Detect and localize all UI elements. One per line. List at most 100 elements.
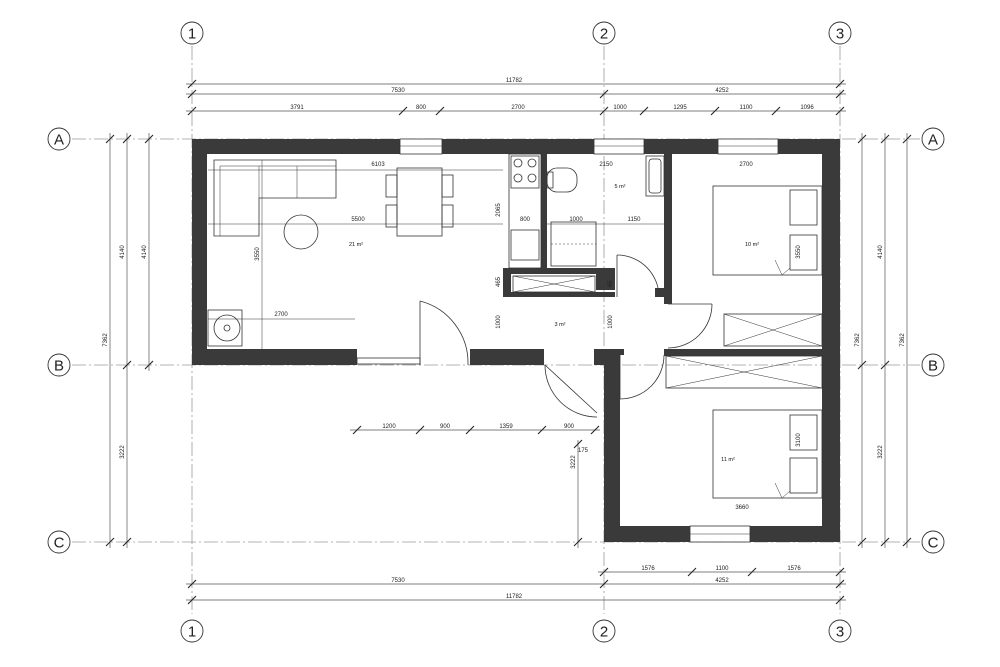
room-label-bath: 5 m² bbox=[615, 184, 626, 190]
door-lower bbox=[544, 364, 598, 418]
dim-bath-a: 1000 bbox=[569, 217, 583, 223]
pillow bbox=[789, 234, 818, 271]
dim-top-seg-1: 3791 bbox=[290, 105, 304, 111]
dim-bottom-right: 4252 bbox=[715, 578, 729, 584]
dim-stair-note: 175 bbox=[578, 448, 589, 454]
axis-bubble-1-bottom bbox=[180, 619, 204, 643]
dim-top-seg-4: 1000 bbox=[613, 105, 627, 111]
dim-bath-b: 1150 bbox=[628, 217, 642, 223]
dim-closet-small: 45 bbox=[608, 280, 614, 287]
pillow bbox=[789, 457, 818, 494]
chair bbox=[385, 204, 398, 228]
dim-bottom-left: 7530 bbox=[391, 578, 405, 584]
plant-icon bbox=[213, 314, 241, 342]
window-living bbox=[399, 138, 443, 155]
axis-label-c-left: C bbox=[54, 535, 65, 552]
closet-hall bbox=[665, 355, 823, 389]
axis-label-a-right: A bbox=[928, 132, 938, 149]
room-label-living: 21 m² bbox=[349, 242, 363, 248]
dim-bath-c: 800 bbox=[520, 217, 531, 223]
dim-bottom-seg-3: 1576 bbox=[787, 566, 801, 572]
dining-table bbox=[396, 167, 443, 237]
axis-label-a-left: A bbox=[54, 132, 64, 149]
room-labels: 21 m² 5 m² 3 m² 10 m² 11 m² bbox=[349, 184, 759, 463]
dim-door-row-2: 900 bbox=[440, 424, 451, 430]
dim-left-top: 4140 bbox=[120, 245, 126, 259]
coffee-table bbox=[283, 214, 319, 250]
dim-top-seg-3: 2700 bbox=[511, 105, 525, 111]
dim-left-bottom: 3222 bbox=[120, 445, 126, 459]
axis-bubble-3-top bbox=[828, 21, 852, 45]
bed-2 bbox=[712, 409, 823, 499]
axis-bubbles: 1 2 3 1 2 3 A B C A B C bbox=[47, 21, 945, 643]
dim-lower-left: 3222 bbox=[571, 455, 577, 469]
dim-living-mid: 5500 bbox=[351, 217, 365, 223]
dim-living-lower: 2700 bbox=[274, 312, 288, 318]
chair bbox=[385, 174, 398, 198]
dim-left-total: 7362 bbox=[103, 333, 109, 347]
dim-right-total-inner: 7362 bbox=[900, 333, 906, 347]
axis-bubble-1-top bbox=[180, 21, 204, 45]
axis-label-3-bottom: 3 bbox=[836, 624, 844, 641]
dim-bed1-width: 2700 bbox=[739, 162, 753, 168]
dim-hall-right: 1000 bbox=[608, 315, 614, 329]
windows bbox=[356, 138, 779, 543]
stove bbox=[510, 155, 540, 189]
dim-living-height: 3550 bbox=[255, 247, 261, 261]
chair bbox=[441, 174, 454, 198]
dim-top-right: 4252 bbox=[715, 88, 729, 94]
left-dimensions: 7362 4140 3222 4140 bbox=[103, 133, 154, 548]
window-bedroom-1 bbox=[717, 138, 779, 155]
right-dimensions: 7362 4140 3222 7362 bbox=[855, 133, 912, 548]
dim-bath-width: 2150 bbox=[599, 162, 613, 168]
dim-bed1-height: 3550 bbox=[796, 245, 802, 259]
kitchen-counter bbox=[508, 153, 542, 269]
door-bedroom-2 bbox=[619, 354, 665, 400]
chair bbox=[441, 204, 454, 228]
closet-bath bbox=[512, 275, 596, 293]
door-bath bbox=[616, 254, 660, 298]
closet-bedroom-1 bbox=[723, 313, 823, 347]
axis-bubble-b-right bbox=[921, 353, 945, 377]
dim-bottom-total: 11782 bbox=[506, 594, 523, 600]
axis-label-1-bottom: 1 bbox=[188, 624, 196, 641]
dim-top-left: 7530 bbox=[391, 88, 405, 94]
window-bath bbox=[593, 138, 645, 155]
dim-living-top: 6103 bbox=[371, 162, 385, 168]
dim-top-seg-7: 1096 bbox=[800, 105, 814, 111]
dim-door-row-3: 1359 bbox=[499, 424, 513, 430]
dim-bottom-seg-1: 1576 bbox=[641, 566, 655, 572]
dim-top-seg-6: 1100 bbox=[740, 105, 754, 111]
dim-door-row-1: 1200 bbox=[382, 424, 396, 430]
axis-bubble-c-left bbox=[47, 530, 71, 554]
axis-label-b-left: B bbox=[54, 358, 64, 375]
dim-right-bottom: 3222 bbox=[878, 445, 884, 459]
dim-hall-left: 1000 bbox=[496, 315, 502, 329]
furniture bbox=[207, 153, 823, 499]
axis-label-1-top: 1 bbox=[188, 26, 196, 43]
bottom-dimensions: 1576 1100 1576 7530 4252 11782 bbox=[186, 566, 846, 605]
axis-label-b-right: B bbox=[928, 358, 938, 375]
room-label-hall: 3 m² bbox=[555, 322, 566, 328]
sink bbox=[645, 155, 665, 197]
dim-closet-height: 465 bbox=[496, 276, 502, 287]
door-bedroom-1 bbox=[667, 303, 713, 349]
axis-label-2-top: 2 bbox=[600, 26, 608, 43]
axis-bubble-2-bottom bbox=[592, 619, 616, 643]
axis-label-2-bottom: 2 bbox=[600, 624, 608, 641]
dim-top-total: 11782 bbox=[506, 78, 523, 84]
top-dimensions: 11782 7530 4252 3791 800 2700 1000 1295 … bbox=[186, 78, 846, 116]
axis-bubble-b-left bbox=[47, 353, 71, 377]
axis-bubble-c-right bbox=[921, 530, 945, 554]
doors bbox=[419, 254, 713, 418]
room-label-bedroom-1: 10 m² bbox=[745, 242, 759, 248]
dim-top-seg-2: 800 bbox=[416, 105, 427, 111]
axis-bubble-2-top bbox=[592, 21, 616, 45]
axis-bubble-a-left bbox=[47, 127, 71, 151]
interior-dimensions: 6103 5500 3550 2700 2065 2150 1000 1150 … bbox=[208, 160, 802, 548]
door-entrance bbox=[419, 300, 469, 366]
sofa bbox=[213, 159, 337, 237]
pillow bbox=[789, 414, 818, 451]
dim-kitchen-height: 2065 bbox=[496, 203, 502, 217]
